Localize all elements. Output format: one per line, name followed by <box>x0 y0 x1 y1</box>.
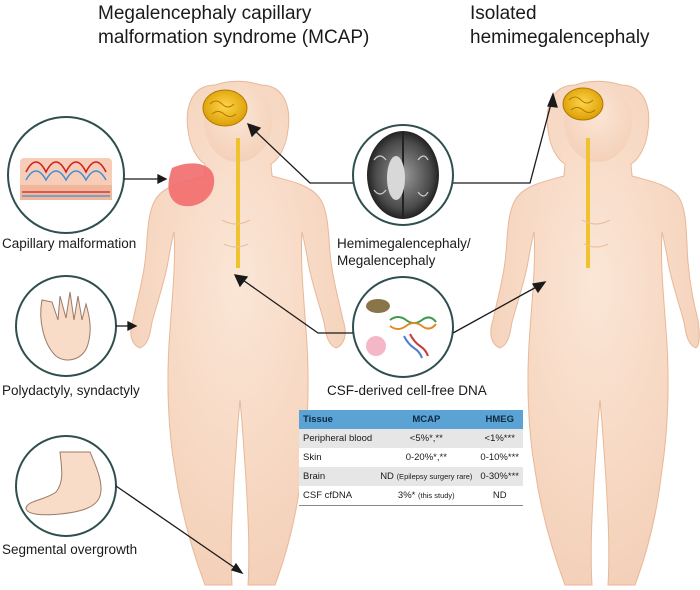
cell-mcap-note: (Epilepsy surgery rare) <box>396 472 473 481</box>
cell-tissue: Brain <box>299 467 377 486</box>
cell-hmeg: 0-30%*** <box>476 467 523 486</box>
arrow-mri-right <box>453 99 553 184</box>
table-row: CSF cfDNA 3%* (this study) ND <box>299 486 523 506</box>
cell-tissue: CSF cfDNA <box>299 486 377 506</box>
cell-mcap: ND (Epilepsy surgery rare) <box>376 467 477 486</box>
left-body-figure <box>130 80 346 586</box>
table-row: Skin 0-20%*,** 0-10%*** <box>299 448 523 467</box>
cell-tissue: Skin <box>299 448 377 467</box>
mri-inset <box>352 124 454 226</box>
table-row: Brain ND (Epilepsy surgery rare) 0-30%**… <box>299 467 523 486</box>
right-body-figure <box>490 80 700 586</box>
label-hemimeg-line1: Hemimegalencephaly/ <box>337 236 471 251</box>
cell-mcap-note: (this study) <box>418 491 455 500</box>
label-hemimegalencephaly: Hemimegalencephaly/ Megalencephaly <box>337 235 477 269</box>
cell-tissue: Peripheral blood <box>299 429 377 448</box>
hand-inset <box>15 275 117 377</box>
header-hmeg: HMEG <box>476 410 523 429</box>
cell-mcap: 3%* (this study) <box>376 486 477 506</box>
label-segmental-overgrowth: Segmental overgrowth <box>2 542 138 557</box>
table-row: Peripheral blood <5%*,** <1%*** <box>299 429 523 448</box>
table-header-row: Tissue MCAP HMEG <box>299 410 523 429</box>
foot-inset <box>15 435 117 537</box>
title-mcap: Megalencephaly capillary malformation sy… <box>98 3 370 48</box>
cell-hmeg: <1%*** <box>476 429 523 448</box>
left-capillary-patch <box>168 163 215 207</box>
left-brain-icon <box>202 89 248 127</box>
title-hmeg: Isolated hemimegalencephaly <box>470 3 650 48</box>
cell-hmeg: ND <box>476 486 523 506</box>
arrow-mri-left <box>251 127 353 184</box>
label-hemimeg-line2: Megalencephaly <box>337 253 436 268</box>
arrow-cfdna-right <box>452 284 541 334</box>
cfdna-inset <box>352 276 454 378</box>
right-brain-icon <box>562 87 604 121</box>
arrow-foot <box>115 485 239 571</box>
label-capillary-malformation: Capillary malformation <box>2 236 137 251</box>
arrow-cfdna-left <box>239 277 353 334</box>
connector-arrows <box>115 92 558 575</box>
mutation-table: Tissue MCAP HMEG Peripheral blood <5%*,*… <box>299 410 523 506</box>
cell-mcap: 0-20%*,** <box>376 448 477 467</box>
header-mcap: MCAP <box>376 410 477 429</box>
cell-hmeg: 0-10%*** <box>476 448 523 467</box>
label-csf-cfdna: CSF-derived cell-free DNA <box>327 383 487 398</box>
label-polydactyly: Polydactyly, syndactyly <box>2 383 140 398</box>
header-tissue: Tissue <box>299 410 377 429</box>
cell-mcap: <5%*,** <box>376 429 477 448</box>
capillary-inset <box>7 116 125 234</box>
